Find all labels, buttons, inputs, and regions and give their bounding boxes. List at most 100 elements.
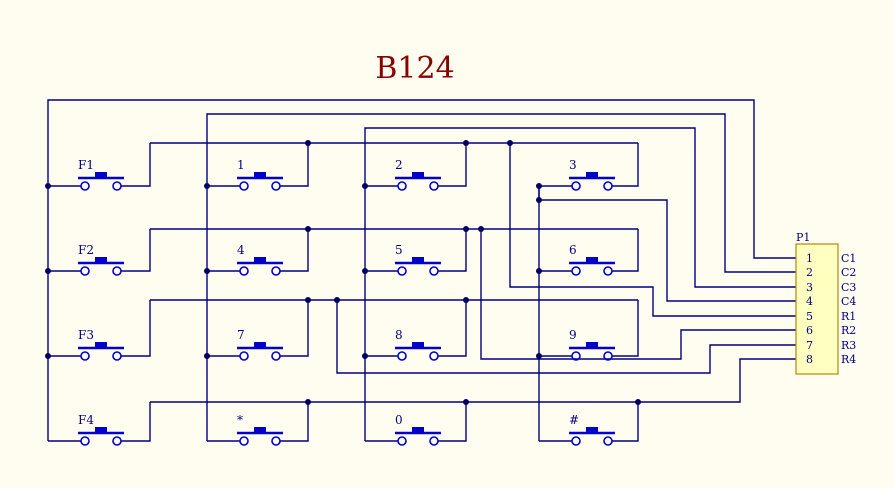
net-c3 — [364, 127, 796, 288]
switch-right-wire — [280, 143, 309, 187]
switch-right-wire — [280, 300, 309, 357]
net-label: C2 — [841, 266, 856, 279]
switch-right-wire — [612, 143, 639, 187]
pin-number: 4 — [806, 295, 813, 308]
switch-right-wire — [438, 229, 467, 272]
key-label: * — [237, 413, 243, 427]
junction-dot — [305, 140, 311, 146]
key-label: F4 — [78, 413, 94, 427]
junction-dot — [507, 140, 513, 146]
key-label: 0 — [395, 413, 403, 427]
junction-dot — [463, 297, 469, 303]
net-label: C4 — [841, 295, 856, 308]
key-switch: 5 — [395, 243, 441, 276]
junction-dot — [536, 353, 542, 359]
pin-number: 5 — [806, 310, 813, 323]
net-r2 — [480, 229, 796, 360]
junction-dot — [204, 353, 210, 359]
net-r1 — [509, 143, 796, 317]
junction-dot — [305, 399, 311, 405]
key-label: 5 — [395, 243, 403, 257]
connector-body — [795, 243, 839, 375]
net-r3 — [336, 300, 796, 374]
net-label: C1 — [841, 252, 856, 265]
wires — [47, 99, 796, 442]
connector-p1: P1 1 C1 2 C2 3 C3 4 C4 5 R1 6 R2 7 R3 8 R4 — [795, 231, 856, 375]
pin-number: 3 — [806, 281, 813, 294]
junction-dot — [45, 353, 51, 359]
switch-right-wire — [280, 229, 309, 272]
switch-right-wire — [438, 300, 467, 357]
switch-right-wire — [121, 229, 151, 272]
switch-right-wire — [280, 402, 309, 442]
switch-right-wire — [438, 143, 467, 187]
junction-dot — [478, 226, 484, 232]
key-switch: 0 — [395, 413, 441, 446]
switch-right-wire — [612, 402, 639, 442]
key-switch: F2 — [78, 243, 124, 276]
key-switch: F3 — [78, 328, 124, 361]
pin-number: 6 — [806, 324, 813, 337]
connector-designator: P1 — [796, 231, 810, 244]
junction-dot — [204, 268, 210, 274]
key-label: 3 — [569, 158, 577, 172]
junction-dot — [45, 268, 51, 274]
net-label: R4 — [841, 353, 856, 366]
junction-dot — [635, 399, 641, 405]
switch-right-wire — [612, 300, 639, 357]
pin-number: 7 — [806, 339, 813, 352]
key-label: # — [569, 413, 579, 427]
net-r4 — [638, 358, 796, 403]
connector-pins: 1 C1 2 C2 3 C3 4 C4 5 R1 6 R2 7 R3 8 R4 — [806, 252, 856, 366]
key-label: 1 — [237, 158, 245, 172]
key-switch: 4 — [237, 243, 283, 276]
junction-dot — [305, 297, 311, 303]
switch-right-wire — [121, 300, 151, 357]
key-switch: 9 — [569, 328, 615, 361]
net-label: C3 — [841, 281, 856, 294]
key-label: 2 — [395, 158, 403, 172]
key-label: 7 — [237, 328, 245, 342]
junction-dot — [536, 183, 542, 189]
switch-right-wire — [438, 402, 467, 442]
key-switch: 3 — [569, 158, 615, 191]
net-label: R3 — [841, 339, 856, 352]
net-c1 — [47, 99, 796, 259]
key-switch: * — [237, 413, 283, 446]
junction-dot — [305, 226, 311, 232]
schematic-title: B124 — [375, 51, 454, 86]
junction-dot — [362, 183, 368, 189]
key-switch: 2 — [395, 158, 441, 191]
junction-dot — [362, 268, 368, 274]
key-switch: 7 — [237, 328, 283, 361]
junction-dot — [362, 353, 368, 359]
net-c4 — [538, 186, 796, 302]
key-label: F3 — [78, 328, 94, 342]
key-switch: # — [569, 413, 615, 446]
junction-dot — [463, 226, 469, 232]
key-switch: 1 — [237, 158, 283, 191]
junction-dot — [536, 268, 542, 274]
switches: F1 1 2 3F2 4 5 6F3 7 8 9F4 * 0 # — [78, 158, 615, 446]
key-label: F1 — [78, 158, 94, 172]
junction-dot — [536, 197, 542, 203]
pin-number: 8 — [806, 353, 813, 366]
net-label: R1 — [841, 310, 856, 323]
key-label: 4 — [237, 243, 245, 257]
key-switch: 6 — [569, 243, 615, 276]
junction-dot — [204, 183, 210, 189]
key-label: 8 — [395, 328, 403, 342]
key-switch: F1 — [78, 158, 124, 191]
pin-number: 2 — [806, 266, 813, 279]
junction-dot — [334, 297, 340, 303]
pin-number: 1 — [806, 252, 813, 265]
junction-dot — [463, 399, 469, 405]
switch-right-wire — [121, 143, 151, 187]
key-label: F2 — [78, 243, 94, 257]
key-switch: 8 — [395, 328, 441, 361]
key-label: 9 — [569, 328, 577, 342]
net-label: R2 — [841, 324, 856, 337]
junction-dot — [463, 140, 469, 146]
